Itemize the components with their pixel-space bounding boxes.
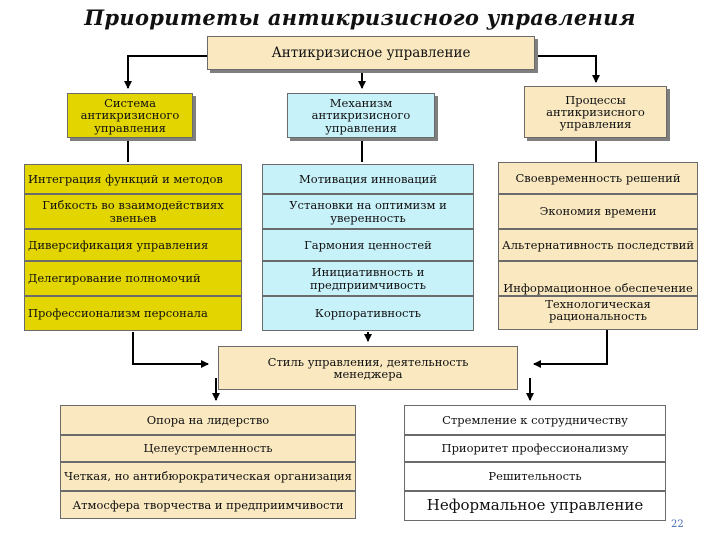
bottom-left-item: Четкая, но антибюрократическая организац… <box>60 462 356 491</box>
header-system: Система антикризисного управления <box>67 93 193 138</box>
process-item: Своевременность решений <box>498 162 698 194</box>
bottom-right-item: Приоритет профессионализму <box>404 435 666 462</box>
bottom-left-item: Атмосфера творчества и предприимчивости <box>60 491 356 519</box>
mechanism-item: Гармония ценностей <box>262 229 474 261</box>
bottom-right-item: Решительность <box>404 462 666 491</box>
header-mechanism: Механизм антикризисного управления <box>287 93 435 138</box>
arrow-system-to-style <box>132 332 209 368</box>
system-item: Интеграция функций и методов <box>24 164 242 194</box>
bottom-right-item: Неформальное управление <box>404 491 666 521</box>
header-processes: Процессы антикризисного управления <box>524 86 667 138</box>
system-item: Делегирование полномочий <box>24 261 242 296</box>
bottom-right-item: Стремление к сотрудничеству <box>404 405 666 435</box>
process-item: Технологическая рациональность <box>498 296 698 330</box>
arrow-root-to-processes <box>535 55 600 83</box>
bottom-left-item: Опора на лидерство <box>60 405 356 435</box>
mechanism-item: Мотивация инноваций <box>262 164 474 194</box>
mechanism-item: Установки на оптимизм и уверенность <box>262 194 474 229</box>
mechanism-item: Корпоративность <box>262 296 474 331</box>
process-item: Экономия времени <box>498 194 698 229</box>
arrow-processes-to-style <box>533 330 608 368</box>
system-item: Гибкость во взаимодействиях звеньев <box>24 194 242 229</box>
page-number: 22 <box>671 519 684 530</box>
system-item: Диверсификация управления <box>24 229 242 261</box>
page-title: Приоритеты антикризисного управления <box>84 5 636 30</box>
arrow-root-to-system <box>124 55 207 89</box>
bottom-left-item: Целеустремленность <box>60 435 356 462</box>
system-item: Профессионализм персонала <box>24 296 242 331</box>
process-item: Информационное обеспечение <box>498 261 698 296</box>
style-box: Стиль управления, деятельность менеджера <box>218 346 518 390</box>
mechanism-item: Инициативность и предприимчивость <box>262 261 474 296</box>
process-item: Альтернативность последствий <box>498 229 698 261</box>
root-box: Антикризисное управление <box>207 36 535 70</box>
